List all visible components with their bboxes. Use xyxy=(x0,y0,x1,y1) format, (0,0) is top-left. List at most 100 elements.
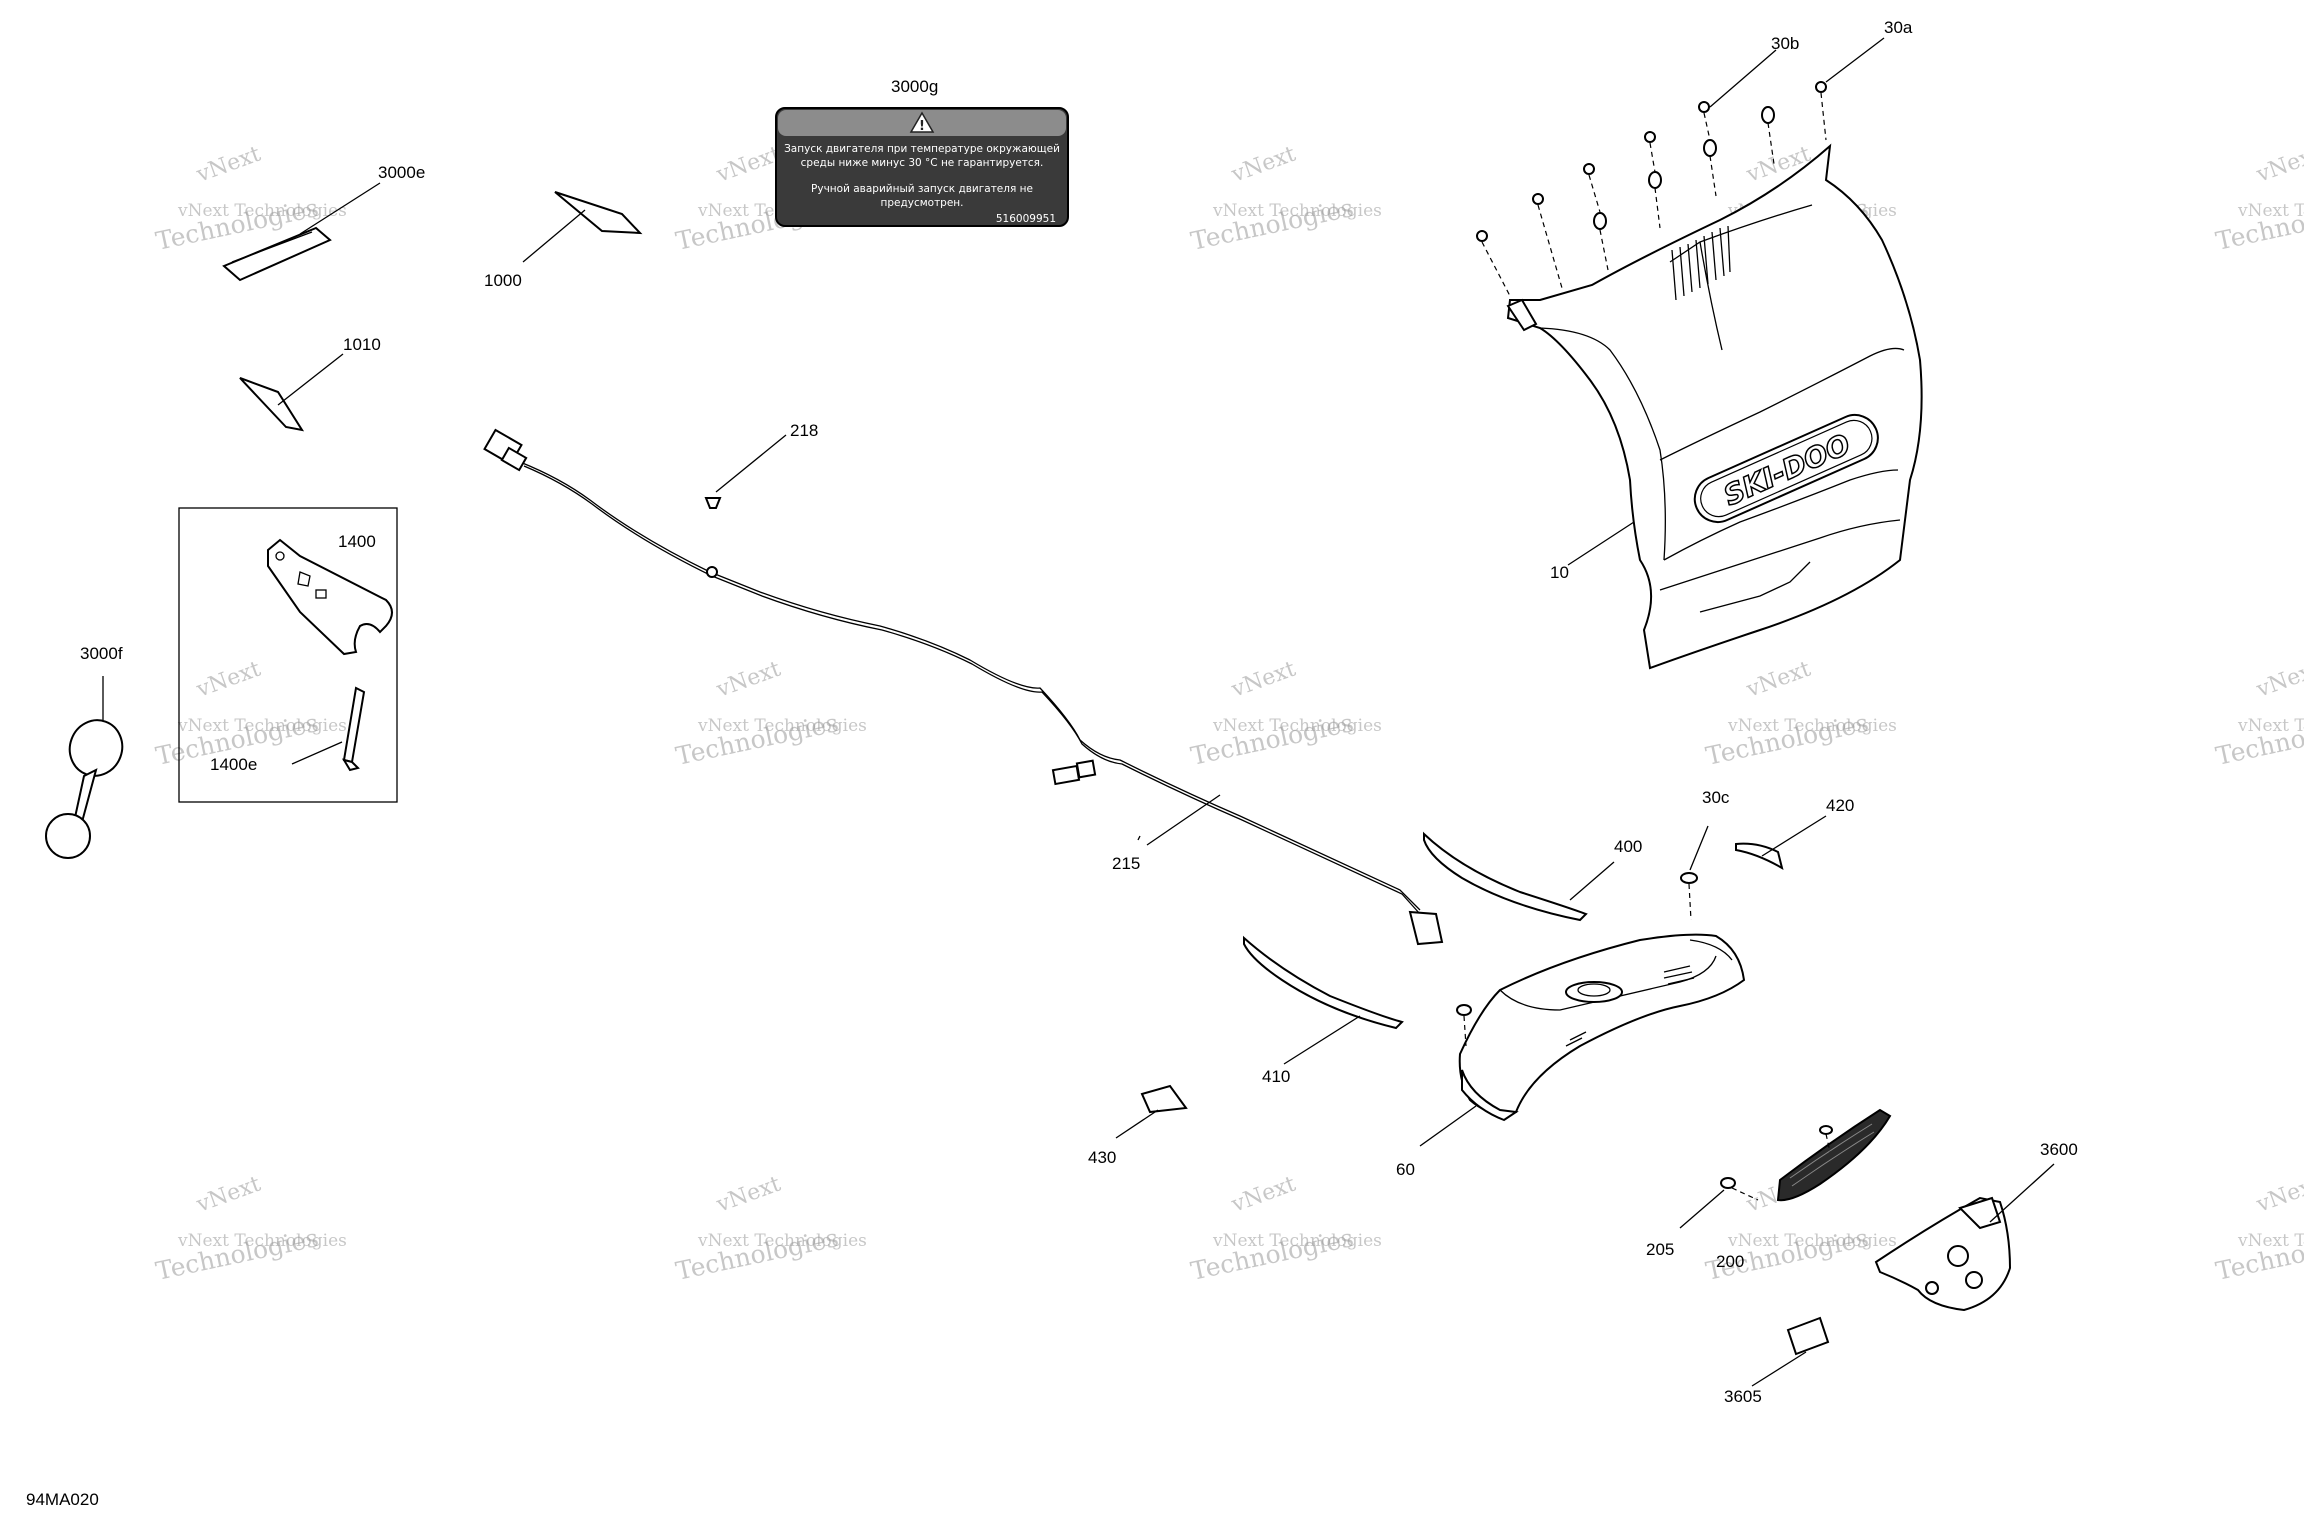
part-3605-decal[interactable] xyxy=(1786,1316,1830,1356)
watermark: vNext vNext Technologies Technologies xyxy=(2213,1172,2304,1286)
leader-215 xyxy=(1137,835,1141,841)
callout-60[interactable]: 60 xyxy=(1396,1160,1415,1179)
svg-text:vNext: vNext xyxy=(713,657,785,703)
part-1400-wrench[interactable] xyxy=(267,538,393,656)
callout-30b[interactable]: 30b xyxy=(1771,34,1799,53)
callout-218[interactable]: 218 xyxy=(790,421,818,440)
part-10-front-panel[interactable]: SKI-DOO xyxy=(1506,143,1923,670)
callout-10[interactable]: 10 xyxy=(1550,563,1569,582)
leader-1010 xyxy=(277,353,344,406)
part-3000e-decal[interactable] xyxy=(222,226,332,282)
part-1000-decal[interactable] xyxy=(554,191,643,235)
panel-fasteners xyxy=(1476,81,1827,297)
part-30c-fastener[interactable] xyxy=(1680,872,1698,921)
leader-3000e xyxy=(299,182,381,235)
decal-line-4: предусмотрен. xyxy=(880,197,963,209)
diagram-code: 94MA020 xyxy=(26,1490,99,1509)
leader-1000 xyxy=(522,209,586,263)
warning-triangle-icon xyxy=(909,111,935,133)
leader-430 xyxy=(1115,1109,1159,1139)
svg-text:vNext Technologies: vNext Technologies xyxy=(2237,201,2304,221)
callout-205[interactable]: 205 xyxy=(1646,1240,1674,1259)
leader-3600 xyxy=(1989,1163,2055,1223)
svg-text:vNext Technologies: vNext Technologies xyxy=(697,1231,867,1251)
leader-1400e xyxy=(291,741,343,765)
svg-text:vNext Technologies: vNext Technologies xyxy=(2237,1231,2304,1251)
callout-3000e[interactable]: 3000e xyxy=(378,163,425,182)
watermark: vNext vNext Technologies Technologies xyxy=(1703,657,1897,771)
svg-text:vNext: vNext xyxy=(193,142,265,188)
leader-215 xyxy=(1146,794,1221,846)
part-420-decal[interactable] xyxy=(1735,842,1784,871)
svg-text:vNext Technologies: vNext Technologies xyxy=(1212,201,1382,221)
part-3000g-warning-decal[interactable]: ! Запуск двигателя при температуре окруж… xyxy=(775,107,1069,227)
decal-line-2: среды ниже минус 30 °C не гарантируется. xyxy=(801,157,1044,169)
callout-1400e[interactable]: 1400e xyxy=(210,755,257,774)
callout-30c[interactable]: 30c xyxy=(1702,788,1730,807)
decal-line-1: Запуск двигателя при температуре окружаю… xyxy=(784,143,1060,155)
svg-text:vNext: vNext xyxy=(2253,142,2304,188)
callout-410[interactable]: 410 xyxy=(1262,1067,1290,1086)
callout-1400[interactable]: 1400 xyxy=(338,532,376,551)
part-215-wiring-harness[interactable] xyxy=(483,428,1444,946)
watermark: vNext vNext Technologies Technologies xyxy=(1188,142,1382,256)
svg-text:vNext Technologies: vNext Technologies xyxy=(177,201,347,221)
svg-text:vNext: vNext xyxy=(713,1172,785,1218)
svg-text:vNext: vNext xyxy=(2253,657,2304,703)
svg-text:vNext: vNext xyxy=(713,142,785,188)
watermark: vNext vNext Technologies Technologies xyxy=(673,1172,867,1286)
callout-215[interactable]: 215 xyxy=(1112,854,1140,873)
callout-30a[interactable]: 30a xyxy=(1884,18,1913,37)
svg-text:vNext: vNext xyxy=(2253,1172,2304,1218)
callout-3000g[interactable]: 3000g xyxy=(891,77,938,96)
leader-400 xyxy=(1569,861,1615,901)
part-200-light[interactable] xyxy=(1776,1108,1892,1202)
svg-text:vNext: vNext xyxy=(193,1172,265,1218)
callout-3000f[interactable]: 3000f xyxy=(80,644,123,663)
svg-text:!: ! xyxy=(919,119,925,134)
callout-1010[interactable]: 1010 xyxy=(343,335,381,354)
part-1400e-hex-key[interactable] xyxy=(341,686,366,772)
svg-text:vNext: vNext xyxy=(1228,142,1300,188)
callout-200[interactable]: 200 xyxy=(1716,1252,1744,1271)
leader-30b xyxy=(1709,49,1777,108)
part-3000f-mirror[interactable] xyxy=(45,713,130,859)
part-3600-bracket[interactable] xyxy=(1874,1196,2012,1312)
part-430-decal[interactable] xyxy=(1140,1084,1188,1114)
callout-400[interactable]: 400 xyxy=(1614,837,1642,856)
callout-3605[interactable]: 3605 xyxy=(1724,1387,1762,1406)
svg-text:vNext Technologies: vNext Technologies xyxy=(1212,1231,1382,1251)
leader-30a xyxy=(1825,37,1885,83)
watermark: vNext vNext Technologies Technologies xyxy=(2213,142,2304,256)
callout-3600[interactable]: 3600 xyxy=(2040,1140,2078,1159)
svg-text:vNext Technologies: vNext Technologies xyxy=(177,716,347,736)
callout-420[interactable]: 420 xyxy=(1826,796,1854,815)
part-60-console[interactable] xyxy=(1458,933,1746,1122)
decal-line-3: Ручной аварийный запуск двигателя не xyxy=(811,183,1033,195)
watermark: vNext vNext Technologies Technologies xyxy=(1188,657,1382,771)
part-218-clip[interactable] xyxy=(704,497,722,509)
svg-text:vNext Technologies: vNext Technologies xyxy=(2237,716,2304,736)
leader-420 xyxy=(1761,815,1827,857)
leader-60 xyxy=(1419,1105,1477,1147)
leader-3605 xyxy=(1751,1351,1807,1387)
part-410-trim[interactable] xyxy=(1243,935,1404,1030)
svg-text:vNext: vNext xyxy=(193,657,265,703)
watermark: vNext vNext Technologies Technologies xyxy=(153,1172,347,1286)
part-400-trim[interactable] xyxy=(1423,831,1588,922)
svg-text:vNext Technologies: vNext Technologies xyxy=(1727,716,1897,736)
leader-30c xyxy=(1689,825,1709,871)
part-205-screw[interactable] xyxy=(1720,1177,1759,1201)
svg-text:vNext Technologies: vNext Technologies xyxy=(177,1231,347,1251)
leader-10 xyxy=(1567,521,1635,566)
watermark: vNext vNext Technologies Technologies xyxy=(673,657,867,771)
watermark-grid: vNext vNext Technologies Technologies vN… xyxy=(153,142,2304,1286)
callout-430[interactable]: 430 xyxy=(1088,1148,1116,1167)
callout-1000[interactable]: 1000 xyxy=(484,271,522,290)
part-1010-decal[interactable] xyxy=(239,377,305,432)
svg-text:vNext: vNext xyxy=(1228,657,1300,703)
decal-part-number: 516009951 xyxy=(996,213,1056,225)
svg-text:vNext Technologies: vNext Technologies xyxy=(697,716,867,736)
watermark: vNext vNext Technologies Technologies xyxy=(2213,657,2304,771)
